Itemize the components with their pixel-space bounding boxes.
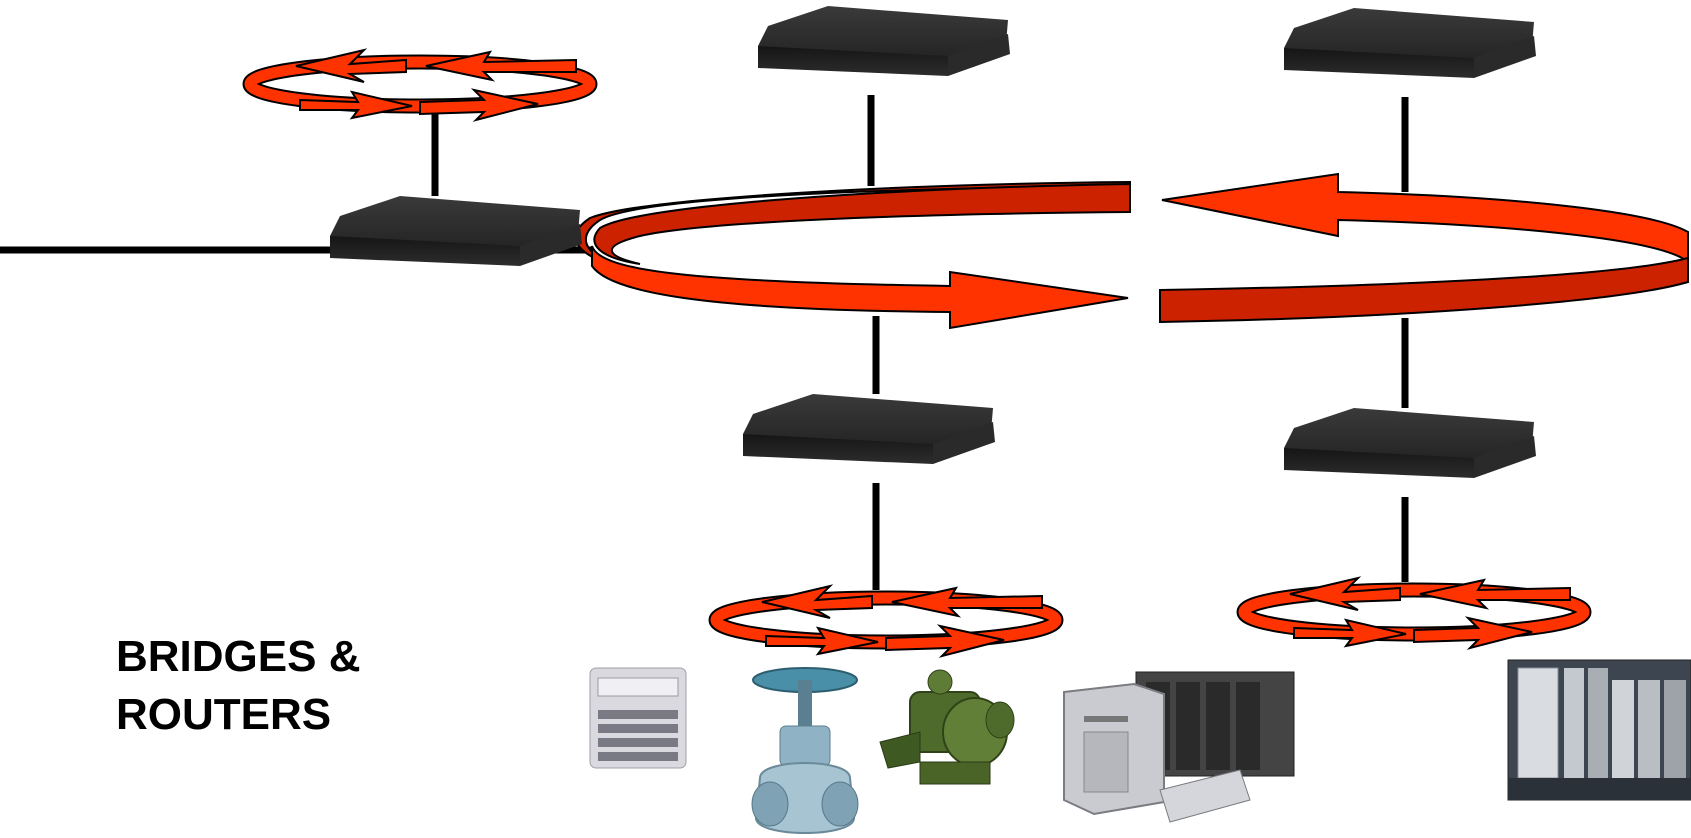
diagram-caption: BRIDGES & ROUTERS — [116, 628, 360, 744]
ring-top-left — [250, 50, 590, 120]
caption-line-2: ROUTERS — [116, 690, 332, 739]
controller-icon — [1063, 671, 1295, 823]
router-top-middle — [758, 6, 1010, 76]
ring-bottom-right — [1244, 578, 1584, 648]
ring-bottom-middle — [716, 586, 1056, 656]
damper-icon — [589, 667, 687, 769]
backbone-ring — [574, 172, 1689, 330]
router-top-right — [1284, 8, 1536, 78]
pump-icon — [879, 669, 1015, 785]
plc-rack-icon — [1507, 659, 1691, 801]
caption-line-1: BRIDGES & — [116, 632, 361, 681]
router-middle-center — [743, 394, 995, 464]
bridge-router-left — [330, 196, 582, 266]
valve-icon — [751, 667, 859, 834]
router-middle-right — [1284, 408, 1536, 478]
network-links — [0, 95, 1409, 590]
